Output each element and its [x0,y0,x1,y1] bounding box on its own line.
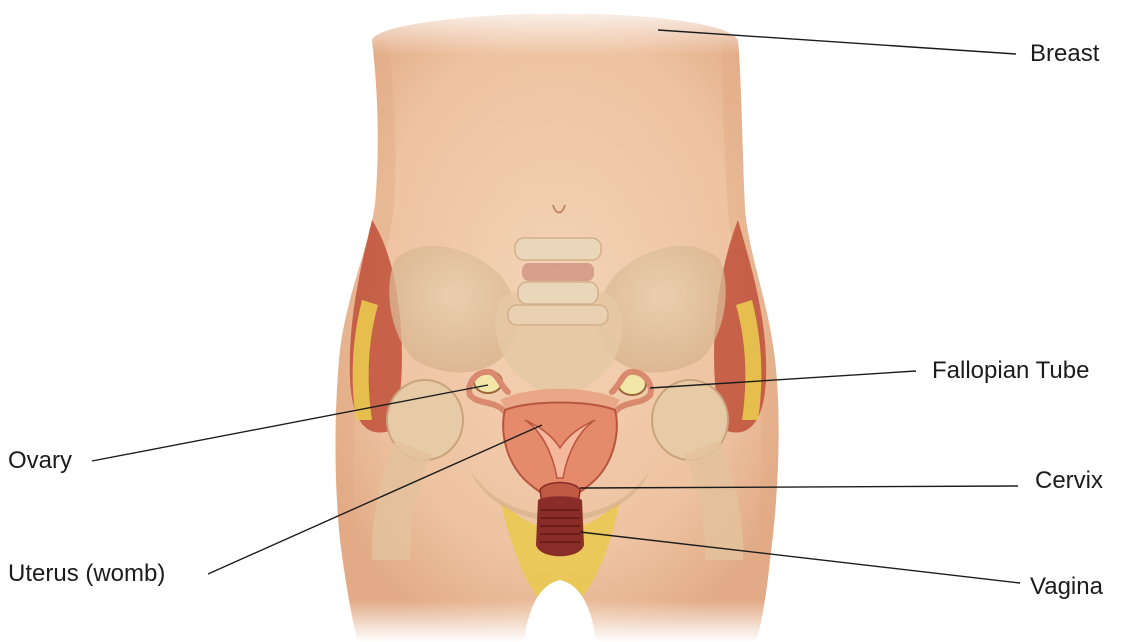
bottom-fade [330,600,790,642]
breast-label: Breast [1030,40,1099,68]
top-fade [330,0,790,55]
vagina-label: Vagina [1030,573,1103,601]
cervix-label: Cervix [1035,467,1103,495]
ovary-label: Ovary [8,447,72,475]
uterus-label: Uterus (womb) [8,560,165,588]
fallopian-tube-label: Fallopian Tube [932,357,1089,385]
